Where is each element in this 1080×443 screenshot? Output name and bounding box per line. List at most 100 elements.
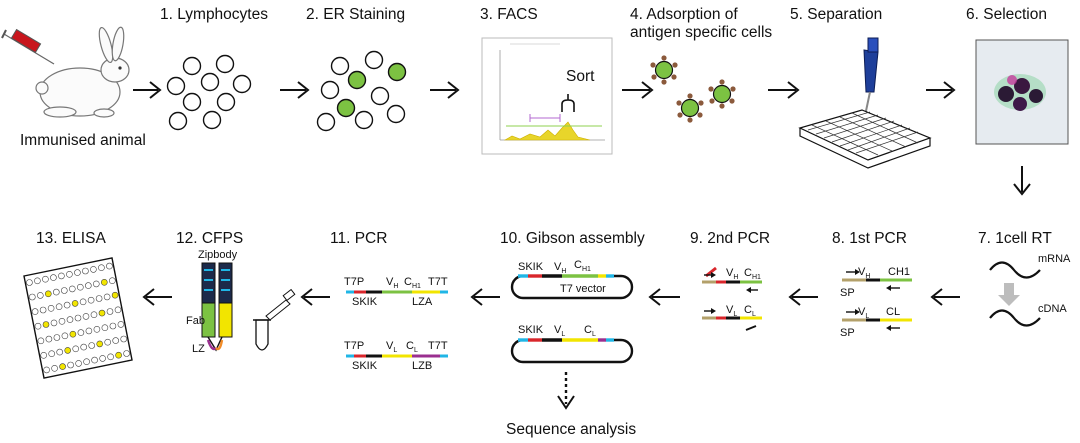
elisa-well xyxy=(77,329,85,336)
lza-label: LZA xyxy=(412,296,433,308)
elisa-well xyxy=(85,282,92,289)
elisa-well xyxy=(40,351,48,359)
sort-bracket xyxy=(561,94,575,112)
elisa-well xyxy=(123,350,130,357)
dotted-down-arrow xyxy=(557,372,575,410)
elisa-well xyxy=(42,321,50,328)
second-pcr-light xyxy=(702,308,762,331)
elisa-well xyxy=(120,335,127,343)
elisa-well xyxy=(90,266,97,273)
first-pcr-heavy xyxy=(842,269,912,291)
cl-label-3: CL xyxy=(584,324,596,338)
elisa-well xyxy=(36,292,44,299)
skik-label-2: SKIK xyxy=(518,324,544,336)
step-10-label: 10. Gibson assembly xyxy=(500,230,645,247)
elisa-well xyxy=(50,274,57,281)
elisa-well xyxy=(101,278,108,286)
elisa-well xyxy=(31,308,39,315)
elisa-well xyxy=(34,322,42,330)
elisa-well xyxy=(109,277,116,285)
elisa-well xyxy=(59,363,66,370)
elisa-well xyxy=(55,303,63,311)
elisa-well xyxy=(71,300,79,307)
selection-micrograph xyxy=(975,39,1069,145)
second-pcr-heavy xyxy=(702,266,762,293)
elisa-well xyxy=(96,340,103,348)
cl-label-2: CL xyxy=(744,304,756,318)
elisa-well xyxy=(51,364,58,372)
t7t-label-1: T7T xyxy=(428,276,448,288)
step-1-label: 1. Lymphocytes xyxy=(160,6,268,23)
elisa-well xyxy=(114,306,122,314)
step-5-label: 5. Separation xyxy=(790,6,882,23)
skik-label-3: SKIK xyxy=(352,296,378,308)
step-12-label: 12. CFPS xyxy=(176,230,243,247)
stained-cells xyxy=(316,50,407,132)
elisa-well xyxy=(61,287,68,294)
elisa-well xyxy=(111,291,119,299)
elisa-well xyxy=(93,280,100,288)
vh-label-3: VH xyxy=(554,261,566,275)
t7p-label-2: T7P xyxy=(344,340,364,352)
elisa-well xyxy=(69,285,76,293)
arrow-10 xyxy=(470,288,500,306)
elisa-well xyxy=(66,316,74,323)
lymphocyte-cells xyxy=(166,54,252,131)
arrow-1 xyxy=(133,81,162,99)
step-2-label: 2. ER Staining xyxy=(306,6,405,23)
cl-label-4: CL xyxy=(406,340,418,354)
elisa-well xyxy=(90,311,98,319)
elisa-well xyxy=(77,283,84,291)
elisa-well xyxy=(53,334,61,341)
step-4-label-line1: 4. Adsorption of xyxy=(630,6,738,23)
elisa-well xyxy=(98,264,105,272)
elisa-well xyxy=(82,313,90,320)
step-11-label: 11. PCR xyxy=(330,230,387,247)
elisa-well xyxy=(109,322,117,330)
elisa-well xyxy=(58,272,65,280)
arrow-11 xyxy=(300,288,330,306)
gibson-heavy-plasmid xyxy=(510,274,634,300)
elisa-well xyxy=(43,366,50,374)
elisa-well xyxy=(107,353,114,361)
elisa-well xyxy=(93,325,101,333)
elisa-well xyxy=(91,356,98,364)
rabbit-icon xyxy=(35,26,130,118)
first-pcr-light xyxy=(842,309,912,331)
arrow-3 xyxy=(430,81,460,99)
elisa-well xyxy=(74,314,82,322)
sequence-analysis-label: Sequence analysis xyxy=(506,421,636,438)
mrna-strand xyxy=(989,261,1041,279)
vh-label-4: VH xyxy=(386,276,398,290)
ch-label-2: CH1 xyxy=(744,267,761,281)
elisa-well xyxy=(74,269,81,276)
skik-label-4: SKIK xyxy=(352,360,378,372)
mrna-label: mRNA xyxy=(1038,253,1071,265)
elisa-well xyxy=(117,321,125,328)
elisa-well xyxy=(103,293,111,301)
arrow-9 xyxy=(648,288,680,306)
t7p-label-1: T7P xyxy=(344,276,364,288)
elisa-well xyxy=(67,361,74,369)
step-8-label: 8. 1st PCR xyxy=(832,230,907,247)
elisa-well xyxy=(87,296,95,304)
ch1-label: CH1 xyxy=(888,266,910,278)
elisa-well xyxy=(66,270,73,278)
arrow-5 xyxy=(768,81,800,99)
elisa-well xyxy=(48,350,56,358)
elisa-plate xyxy=(23,257,133,379)
elisa-well xyxy=(83,358,90,366)
immunised-animal-label: Immunised animal xyxy=(20,132,146,149)
ch-label-4: CH1 xyxy=(404,276,421,290)
antigen-bound-cells xyxy=(650,55,736,123)
elisa-well xyxy=(101,324,109,332)
facs-histogram xyxy=(481,37,613,155)
step-6-label: 6. Selection xyxy=(966,6,1047,23)
tube-icon xyxy=(253,288,296,351)
elisa-well xyxy=(37,337,45,345)
skik-label-1: SKIK xyxy=(518,261,544,273)
elisa-well xyxy=(39,306,47,314)
elisa-well xyxy=(61,332,69,340)
sort-label: Sort xyxy=(566,68,595,85)
